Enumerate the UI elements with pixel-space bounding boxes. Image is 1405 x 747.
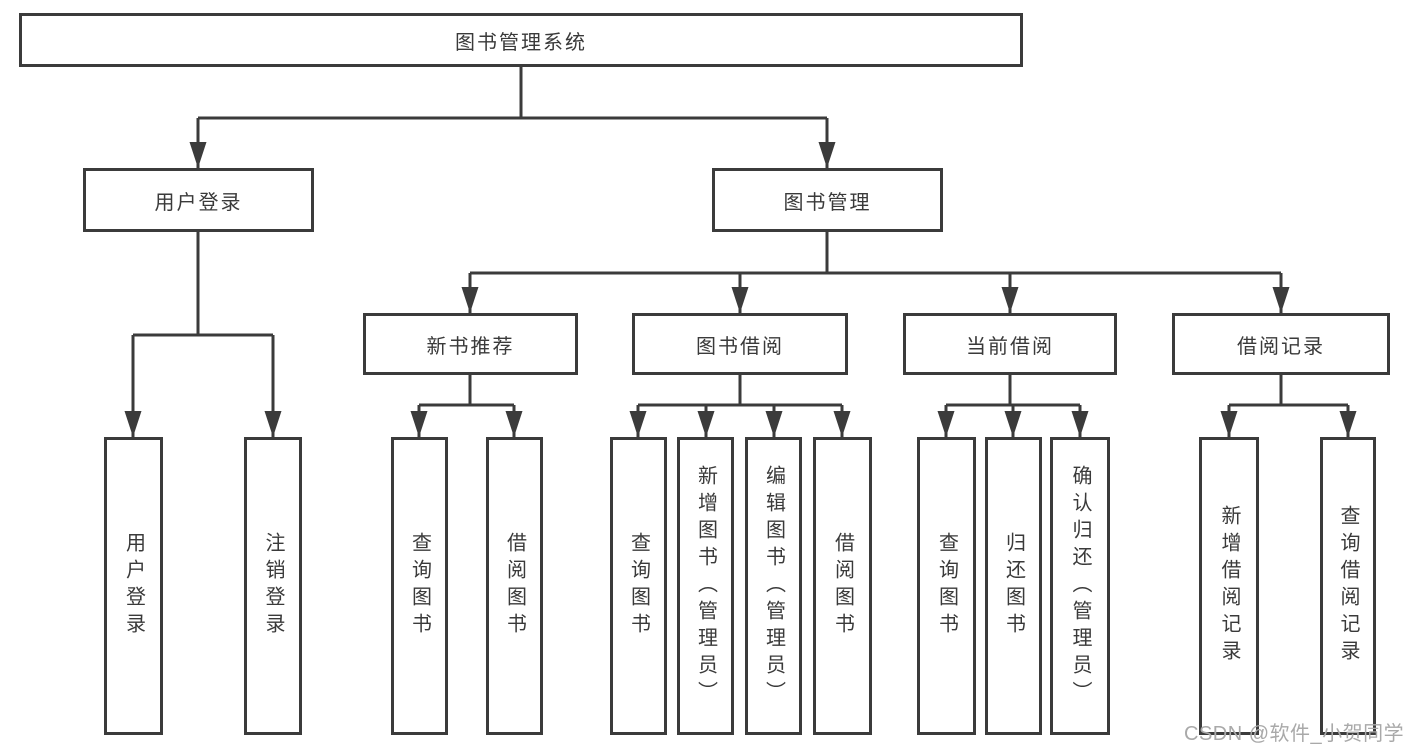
node-book-borrowing: 图书借阅 xyxy=(632,313,848,375)
node-new-book-recommendation: 新书推荐 xyxy=(363,313,578,375)
node-current-borrowing: 当前借阅 xyxy=(903,313,1117,375)
node-user-login: 用户登录 xyxy=(104,437,163,735)
node-cb-query-book: 查询图书 xyxy=(917,437,976,735)
node-nbr-query-book: 查询图书 xyxy=(391,437,448,735)
node-bb-edit-book-admin: 编辑图书（管理员） xyxy=(745,437,802,735)
node-bb-add-book-admin: 新增图书（管理员） xyxy=(677,437,734,735)
node-root: 图书管理系统 xyxy=(19,13,1023,67)
node-cb-confirm-return-admin: 确认归还（管理员） xyxy=(1050,437,1110,735)
node-br-query-record: 查询借阅记录 xyxy=(1320,437,1376,735)
node-nbr-borrow-book: 借阅图书 xyxy=(486,437,543,735)
node-book-management: 图书管理 xyxy=(712,168,943,232)
node-bb-query-book: 查询图书 xyxy=(610,437,667,735)
node-user-login-group: 用户登录 xyxy=(83,168,314,232)
csdn-watermark: CSDN @软件_小贺同学 xyxy=(1184,723,1405,745)
node-logout: 注销登录 xyxy=(244,437,302,735)
node-cb-return-book: 归还图书 xyxy=(985,437,1042,735)
node-br-add-record: 新增借阅记录 xyxy=(1199,437,1259,735)
node-borrowing-records: 借阅记录 xyxy=(1172,313,1390,375)
node-bb-borrow-book: 借阅图书 xyxy=(813,437,872,735)
